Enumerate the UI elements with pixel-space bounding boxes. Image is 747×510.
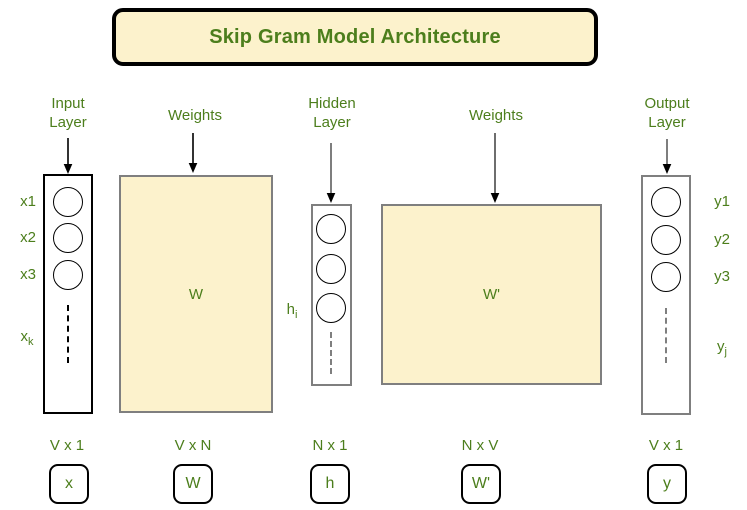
arrow-to-input-layer [63, 138, 73, 174]
weights1-label: Weights [168, 107, 222, 124]
input-node-1-label: x1 [20, 193, 36, 210]
weights2-symbol-box: W' [461, 464, 501, 504]
weights1-matrix-label: W [188, 285, 204, 303]
hidden-node-1 [316, 214, 346, 244]
output-dim-label: V x 1 [648, 437, 684, 454]
output-node-3-label: y3 [714, 268, 730, 285]
arrow-to-weights1 [188, 133, 198, 173]
input-layer-label: Input Layer [49, 95, 87, 131]
arrow-to-hidden-layer [326, 143, 336, 203]
hidden-symbol-box: h [310, 464, 350, 504]
input-vector-label: xk [20, 328, 34, 348]
weights2-label: Weights [469, 107, 523, 124]
input-node-3 [53, 260, 83, 290]
arrow-to-output-layer [662, 139, 672, 174]
output-vector-label: yj [717, 338, 727, 358]
input-node-2-label: x2 [20, 229, 36, 246]
title-box: Skip Gram Model Architecture [112, 8, 598, 66]
output-node-1-label: y1 [714, 193, 730, 210]
hidden-dim-label: N x 1 [312, 437, 348, 454]
input-dim-label: V x 1 [49, 437, 85, 454]
output-symbol-box: y [647, 464, 687, 504]
output-ellipsis-dots [665, 308, 667, 363]
output-node-2-label: y2 [714, 231, 730, 248]
arrow-to-weights2 [490, 133, 500, 203]
hidden-ellipsis-dots [330, 332, 332, 374]
weights2-dim-label: N x V [461, 437, 499, 454]
hidden-vector-label: hi [286, 301, 298, 321]
output-node-3 [651, 262, 681, 292]
output-layer-label: Output Layer [644, 95, 690, 131]
hidden-layer-label: Hidden Layer [308, 95, 356, 131]
weights1-dim-label: V x N [174, 437, 212, 454]
weights1-matrix-rect: W [119, 175, 273, 413]
page-title: Skip Gram Model Architecture [209, 25, 501, 48]
weights1-symbol-box: W [173, 464, 213, 504]
input-node-1 [53, 187, 83, 217]
input-node-2 [53, 223, 83, 253]
output-node-2 [651, 225, 681, 255]
input-ellipsis-dots [67, 305, 69, 363]
weights2-matrix-rect: W' [381, 204, 602, 385]
hidden-node-3 [316, 293, 346, 323]
input-node-3-label: x3 [20, 266, 36, 283]
hidden-node-2 [316, 254, 346, 284]
input-symbol-box: x [49, 464, 89, 504]
output-node-1 [651, 187, 681, 217]
weights2-matrix-label: W' [482, 286, 501, 303]
